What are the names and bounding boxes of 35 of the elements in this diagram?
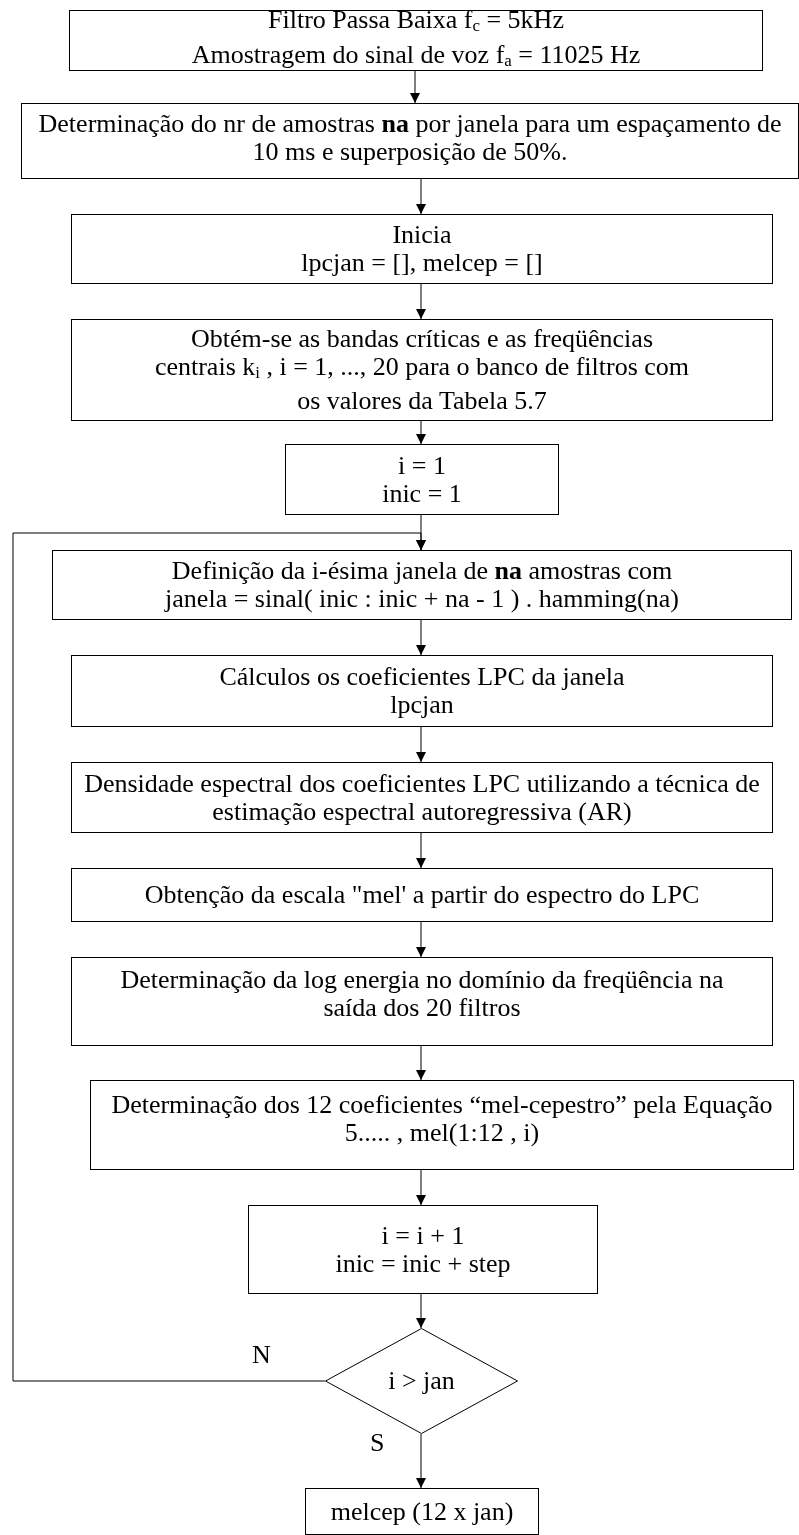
process-box — [71, 868, 773, 922]
step-text: inic = inic + step — [334, 1249, 512, 1278]
step-text: melcep (12 x jan) — [329, 1497, 515, 1526]
process-box — [71, 655, 773, 727]
process-box — [71, 957, 773, 1046]
step-text: Inicia — [391, 221, 453, 249]
step-text: Obtenção da escala "mel' a partir do espectro do LPC — [143, 881, 701, 909]
step-text: Determinação do nr de amostras na por janela para um espaçamento de 10 ms e superposição de 50%. — [37, 110, 783, 166]
process-box — [71, 762, 773, 833]
step-text: Densidade espectral dos coeficientes LPC utilizando a técnica de estimação espectral autoregressiva (AR) — [83, 769, 761, 826]
step-text: Determinação dos 12 coeficientes “mel-cepestro” pela Equação 5..... , mel(1:12 , i) — [110, 1091, 774, 1147]
step-text: janela = sinal( inic : inic + na - 1 ) . hamming(na) — [163, 585, 680, 613]
step-text: i > jan — [387, 1367, 456, 1395]
process-box — [90, 1080, 794, 1170]
step-text: Amostragem do sinal de voz f$_{a}$ = 11025 Hz — [190, 40, 642, 72]
process-box — [248, 1205, 598, 1294]
edge-label: S — [370, 1430, 385, 1456]
process-box — [21, 103, 799, 179]
process-box — [69, 10, 763, 71]
process-box — [71, 319, 773, 421]
step-text: inic = 1 — [381, 479, 463, 508]
step-text: lpcjan = [], melcep = [] — [300, 249, 544, 277]
step-text: i = 1 — [397, 451, 447, 480]
step-text: Determinação da log energia no domínio da freqüência na saída dos 20 filtros — [119, 966, 725, 1022]
edge-label: N — [252, 1342, 271, 1368]
process-box — [305, 1488, 539, 1535]
step-text: lpcjan — [389, 691, 455, 719]
step-text: Obtém-se as bandas críticas e as freqüências centrais k$_{i}$ , i = 1, ..., 20 para o banco de filtros com os valores da Tabela 5.7 — [153, 324, 691, 416]
step-text: i = i + 1 — [380, 1221, 466, 1250]
process-box — [52, 550, 792, 620]
process-box — [71, 214, 773, 284]
decision-diamond — [325, 1328, 518, 1434]
process-box — [285, 444, 559, 515]
step-text: Cálculos os coeficientes LPC da janela — [218, 663, 626, 691]
step-text: Definição da i-ésima janela de na amostras com — [170, 557, 674, 585]
